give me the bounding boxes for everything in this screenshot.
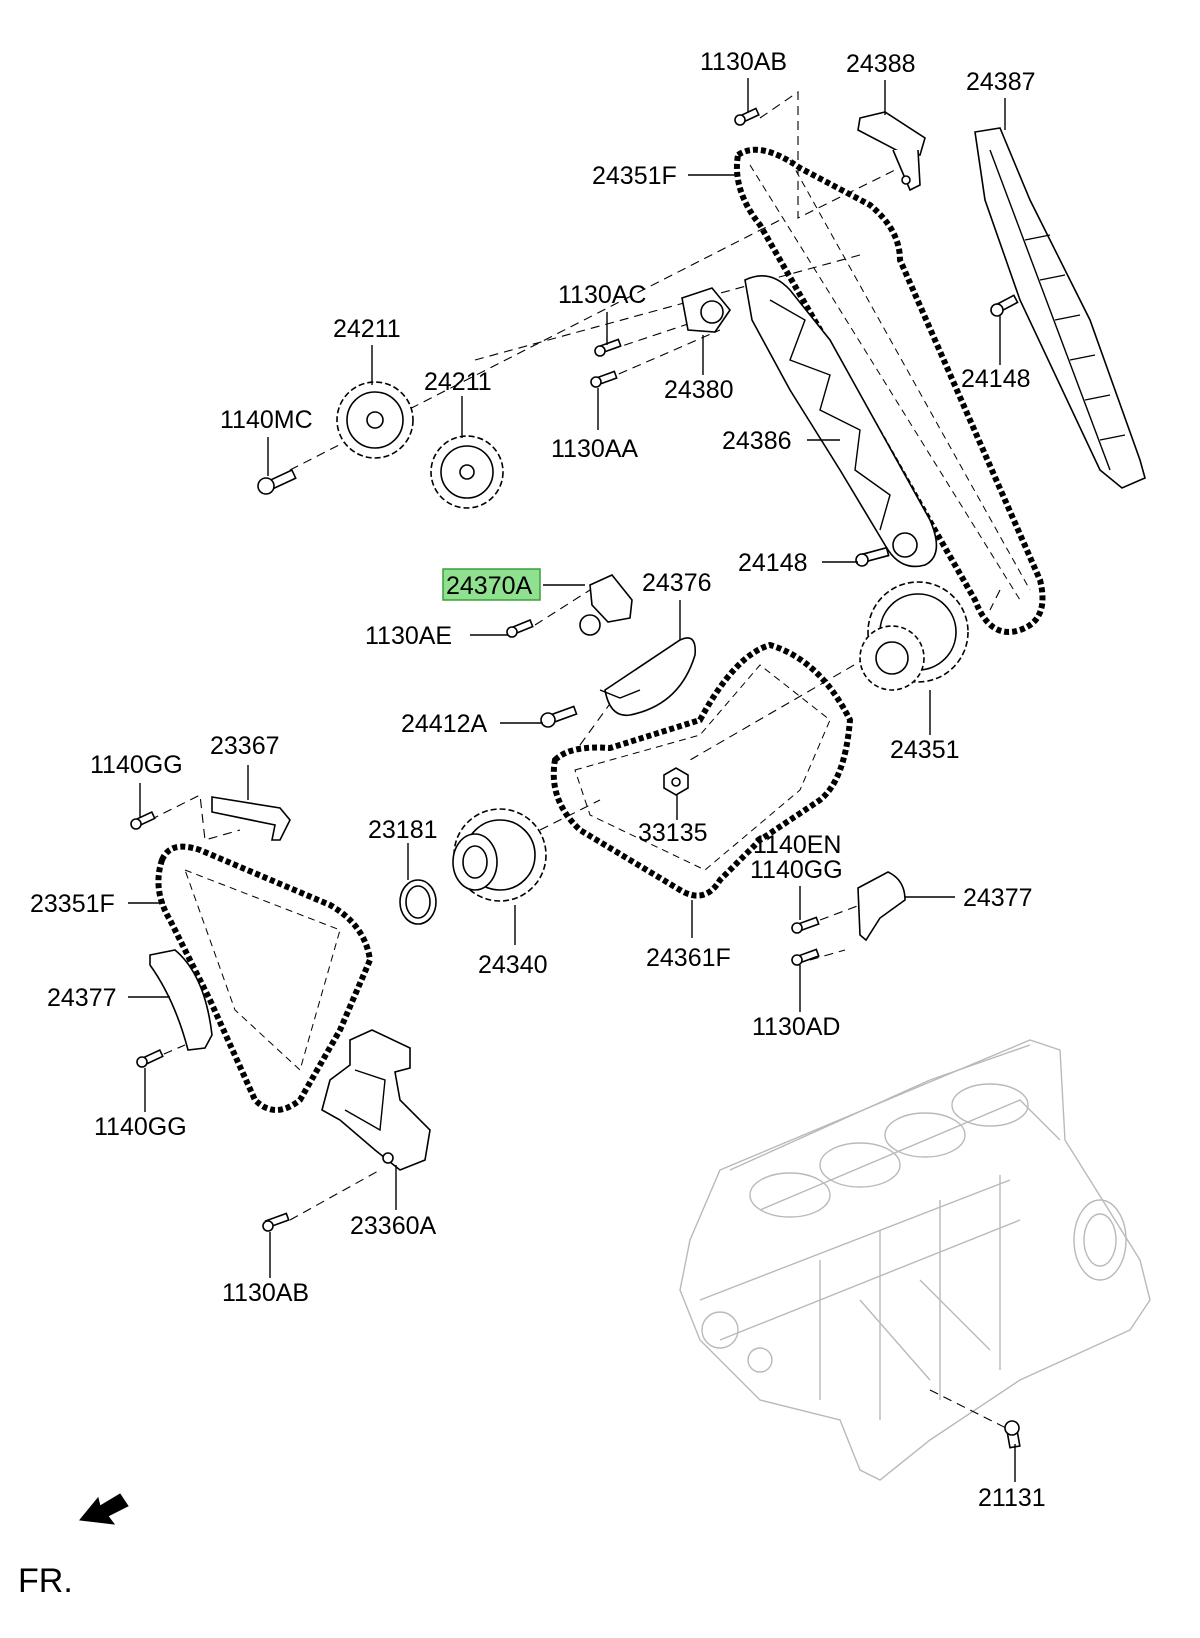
- label-24380[interactable]: 24380: [664, 376, 734, 404]
- nut-33135: [663, 767, 689, 796]
- label-1140GG-top[interactable]: 1140GG: [90, 751, 183, 779]
- label-23181[interactable]: 23181: [368, 816, 438, 844]
- guide-23367: [211, 796, 291, 841]
- label-23360A[interactable]: 23360A: [350, 1212, 437, 1240]
- guide-rail-24387: [974, 127, 1146, 489]
- bolts: [130, 107, 1021, 1449]
- label-24377-left[interactable]: 24377: [47, 984, 117, 1012]
- bolt-24148-top-icon: [990, 294, 1019, 317]
- sprocket-24340: [452, 808, 547, 902]
- gear-24211-right: [430, 435, 504, 509]
- tensioner-housing-23360A: [321, 1029, 431, 1171]
- front-direction-indicator: FR.: [18, 1493, 129, 1600]
- part-labels: 1130AB 24388 24387 24351F 1130AC 24211 2…: [30, 48, 1046, 1512]
- label-1140GG-bottom[interactable]: 1140GG: [94, 1113, 187, 1141]
- guide-24376: [599, 637, 697, 717]
- label-24361F[interactable]: 24361F: [646, 944, 731, 972]
- label-24370A[interactable]: 24370A: [446, 572, 533, 600]
- label-24351F[interactable]: 24351F: [592, 162, 677, 190]
- bolt-21131-icon: [1004, 1420, 1021, 1449]
- label-24148-bottom[interactable]: 24148: [738, 549, 808, 577]
- gear-24211-left: [336, 381, 414, 459]
- guide-24377-right: [857, 871, 906, 942]
- tensioner-arm-24386: [744, 274, 938, 568]
- guide-24377-left: [149, 949, 213, 1051]
- label-24388[interactable]: 24388: [846, 50, 916, 78]
- bolt-1130AC-icon: [594, 338, 622, 357]
- bolt-1140GG-top-icon: [130, 810, 156, 830]
- tensioner-24370A: [579, 574, 633, 636]
- label-leader-lines: [128, 78, 1016, 1482]
- label-1130AC[interactable]: 1130AC: [558, 281, 647, 309]
- label-24340[interactable]: 24340: [478, 951, 548, 979]
- front-arrow-icon: [79, 1493, 129, 1525]
- bolt-24412A-icon: [540, 705, 578, 728]
- bolt-1130AA-icon: [590, 370, 618, 388]
- label-1130AA[interactable]: 1130AA: [551, 435, 638, 463]
- label-24211-left[interactable]: 24211: [333, 315, 401, 343]
- guide-24388: [857, 111, 926, 192]
- label-24412A[interactable]: 24412A: [401, 710, 488, 738]
- label-1130AD[interactable]: 1130AD: [752, 1013, 841, 1041]
- label-24211-right[interactable]: 24211: [424, 368, 492, 396]
- bolt-24148-bottom-icon: [855, 546, 890, 567]
- label-33135[interactable]: 33135: [638, 819, 708, 847]
- front-label: FR.: [18, 1562, 73, 1600]
- label-1140GG-mid[interactable]: 1140GG: [750, 856, 843, 884]
- label-24387[interactable]: 24387: [966, 68, 1036, 96]
- label-1140MC[interactable]: 1140MC: [220, 406, 313, 434]
- lower-chain-23351F: [155, 843, 374, 1113]
- label-1130AB-top[interactable]: 1130AB: [700, 48, 787, 76]
- label-1130AE[interactable]: 1130AE: [365, 622, 452, 650]
- engine-block-outline: [679, 1039, 1151, 1481]
- bolt-1130AB-top-icon: [734, 107, 760, 126]
- label-23351F[interactable]: 23351F: [30, 890, 115, 918]
- label-23367[interactable]: 23367: [210, 732, 280, 760]
- tensioner-24380: [681, 287, 731, 333]
- bolt-1140EN-icon: [791, 916, 820, 934]
- bolt-1130AB-bottom-icon: [262, 1212, 290, 1232]
- label-21131[interactable]: 21131: [978, 1484, 1046, 1512]
- label-24386[interactable]: 24386: [722, 427, 792, 455]
- label-24376[interactable]: 24376: [642, 569, 712, 597]
- label-24148-top[interactable]: 24148: [961, 365, 1031, 393]
- seal-ring-23181: [399, 879, 437, 925]
- bolt-1130AD-icon: [791, 948, 820, 966]
- label-24377-right[interactable]: 24377: [963, 884, 1033, 912]
- bolt-1130AE-icon: [506, 619, 534, 638]
- highlight-box-24370A: [442, 568, 541, 601]
- upper-timing-chain: [734, 146, 1046, 635]
- label-1130AB-bottom[interactable]: 1130AB: [222, 1279, 309, 1307]
- label-1140EN[interactable]: 1140EN: [753, 831, 842, 859]
- sprocket-24351: [859, 581, 969, 691]
- bolt-1140GG-bottom-icon: [136, 1048, 164, 1068]
- bolt-1140MC-icon: [257, 468, 297, 495]
- label-24351[interactable]: 24351: [890, 736, 960, 764]
- middle-chain-24361F: [550, 641, 854, 899]
